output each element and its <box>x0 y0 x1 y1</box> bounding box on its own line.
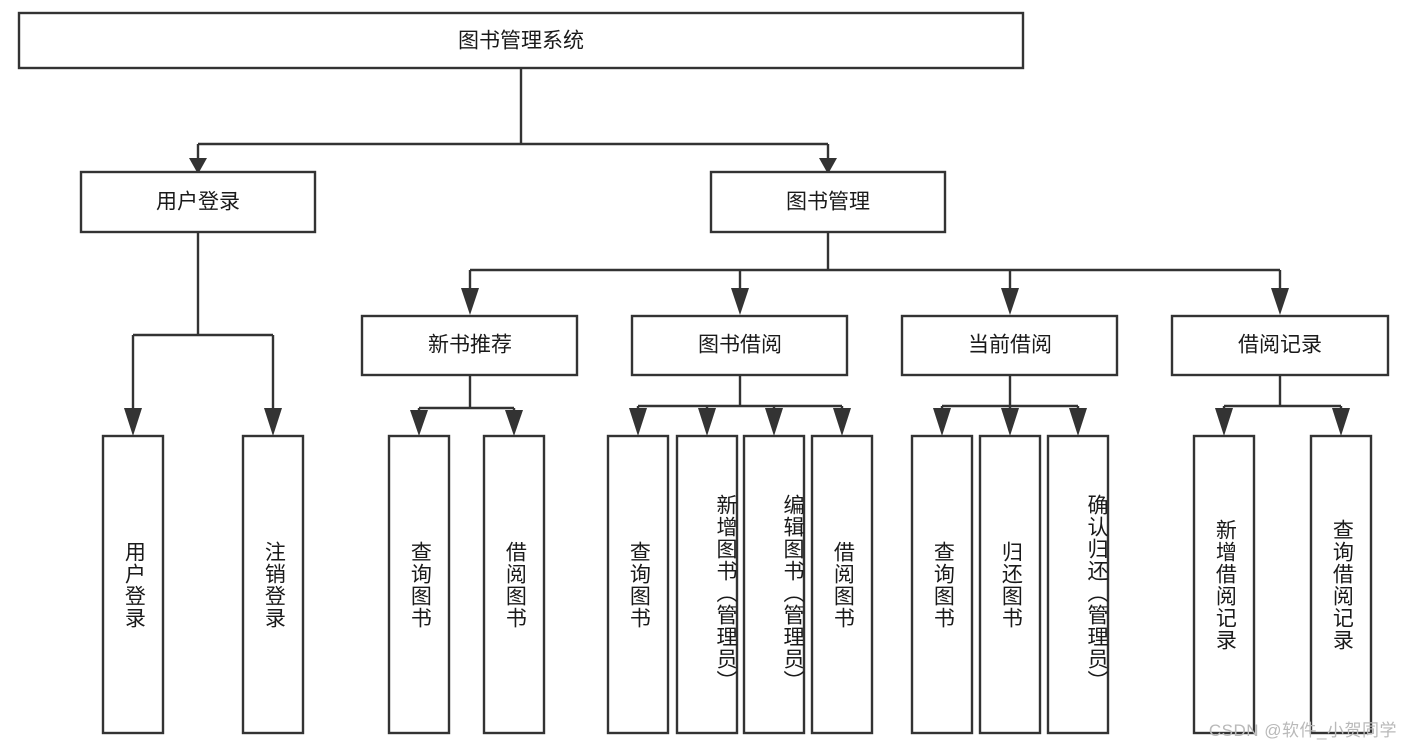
arrowhead-book-mgmt <box>819 158 837 174</box>
node-book-management-label: 图书管理 <box>786 191 870 214</box>
arrowhead-leaf-bb-3 <box>833 408 851 436</box>
connector-group-current-borrow <box>933 375 1087 436</box>
arrowhead-leaf-cb-0 <box>933 408 951 436</box>
node-new-book-recommend-box[interactable] <box>360 314 579 377</box>
node-borrow-record-box[interactable] <box>1170 314 1390 377</box>
arrowhead-leaf-nbr-0 <box>410 410 428 436</box>
node-book-management-box[interactable] <box>709 170 947 234</box>
node-book-borrow[interactable]: 图书借阅 <box>630 314 849 377</box>
leaf-box-cb-0[interactable] <box>910 434 974 735</box>
leaf-box-user-login-1[interactable] <box>241 434 305 735</box>
node-book-management[interactable]: 图书管理 <box>709 170 947 234</box>
leaf-box-nbr-0[interactable] <box>387 434 451 735</box>
connector-group-borrow-record <box>1215 375 1350 436</box>
connector-group-new-book-recommend <box>410 375 523 436</box>
arrowhead-leaf-br-0 <box>1215 408 1233 436</box>
node-new-book-recommend[interactable]: 新书推荐 <box>360 314 579 377</box>
node-root-box[interactable] <box>17 11 1025 70</box>
arrowhead-current-borrow <box>1001 288 1019 315</box>
leaf-box-nbr-1[interactable] <box>482 434 546 735</box>
node-book-borrow-label: 图书借阅 <box>698 334 782 357</box>
arrowhead-leaf-cb-1 <box>1001 408 1019 436</box>
leaf-box-cb-1[interactable] <box>978 434 1042 735</box>
leaf-box-bb-0[interactable] <box>606 434 670 735</box>
arrowhead-user-login <box>189 158 207 174</box>
connector-group-user-login <box>124 232 282 436</box>
arrowhead-leaf-bb-1 <box>698 408 716 436</box>
leaf-box-cb-2[interactable] <box>1046 434 1110 735</box>
arrowhead-borrow-record <box>1271 288 1289 315</box>
arrowhead-leaf-bb-0 <box>629 408 647 436</box>
node-root-label: 图书管理系统 <box>458 30 584 53</box>
leaf-box-bb-3[interactable] <box>810 434 874 735</box>
node-user-login[interactable]: 用户登录 <box>79 170 317 234</box>
connector-group-book-mgmt <box>461 232 1289 315</box>
node-current-borrow-label: 当前借阅 <box>968 334 1052 357</box>
node-book-borrow-box[interactable] <box>630 314 849 377</box>
node-current-borrow-box[interactable] <box>900 314 1119 377</box>
leaf-box-br-0[interactable] <box>1192 434 1256 735</box>
csdn-watermark: CSDN @软件_小贺同学 <box>1208 721 1397 740</box>
arrowhead-leaf-cb-2 <box>1069 408 1087 436</box>
node-borrow-record[interactable]: 借阅记录 <box>1170 314 1390 377</box>
node-current-borrow[interactable]: 当前借阅 <box>900 314 1119 377</box>
leaf-box-user-login-0[interactable] <box>101 434 165 735</box>
leaf-box-bb-1[interactable] <box>675 434 739 735</box>
leaf-box-bb-2[interactable] <box>742 434 806 735</box>
arrowhead-leaf-nbr-1 <box>505 410 523 436</box>
arrowhead-leaf-bb-2 <box>765 408 783 436</box>
connector-group-book-borrow <box>629 375 851 436</box>
node-new-book-recommend-label: 新书推荐 <box>428 334 512 357</box>
node-user-login-label: 用户登录 <box>156 191 240 214</box>
arrowhead-leaf-br-1 <box>1332 408 1350 436</box>
leaf-box-br-1[interactable] <box>1309 434 1373 735</box>
arrowhead-new-book-recommend <box>461 288 479 315</box>
connector-group-root <box>189 68 837 174</box>
arrowhead-book-borrow <box>731 288 749 315</box>
node-root[interactable]: 图书管理系统 <box>17 11 1025 70</box>
node-borrow-record-label: 借阅记录 <box>1238 334 1322 357</box>
node-user-login-box[interactable] <box>79 170 317 234</box>
arrowhead-leaf-user-login-1 <box>264 408 282 436</box>
arrowhead-leaf-user-login-0 <box>124 408 142 436</box>
